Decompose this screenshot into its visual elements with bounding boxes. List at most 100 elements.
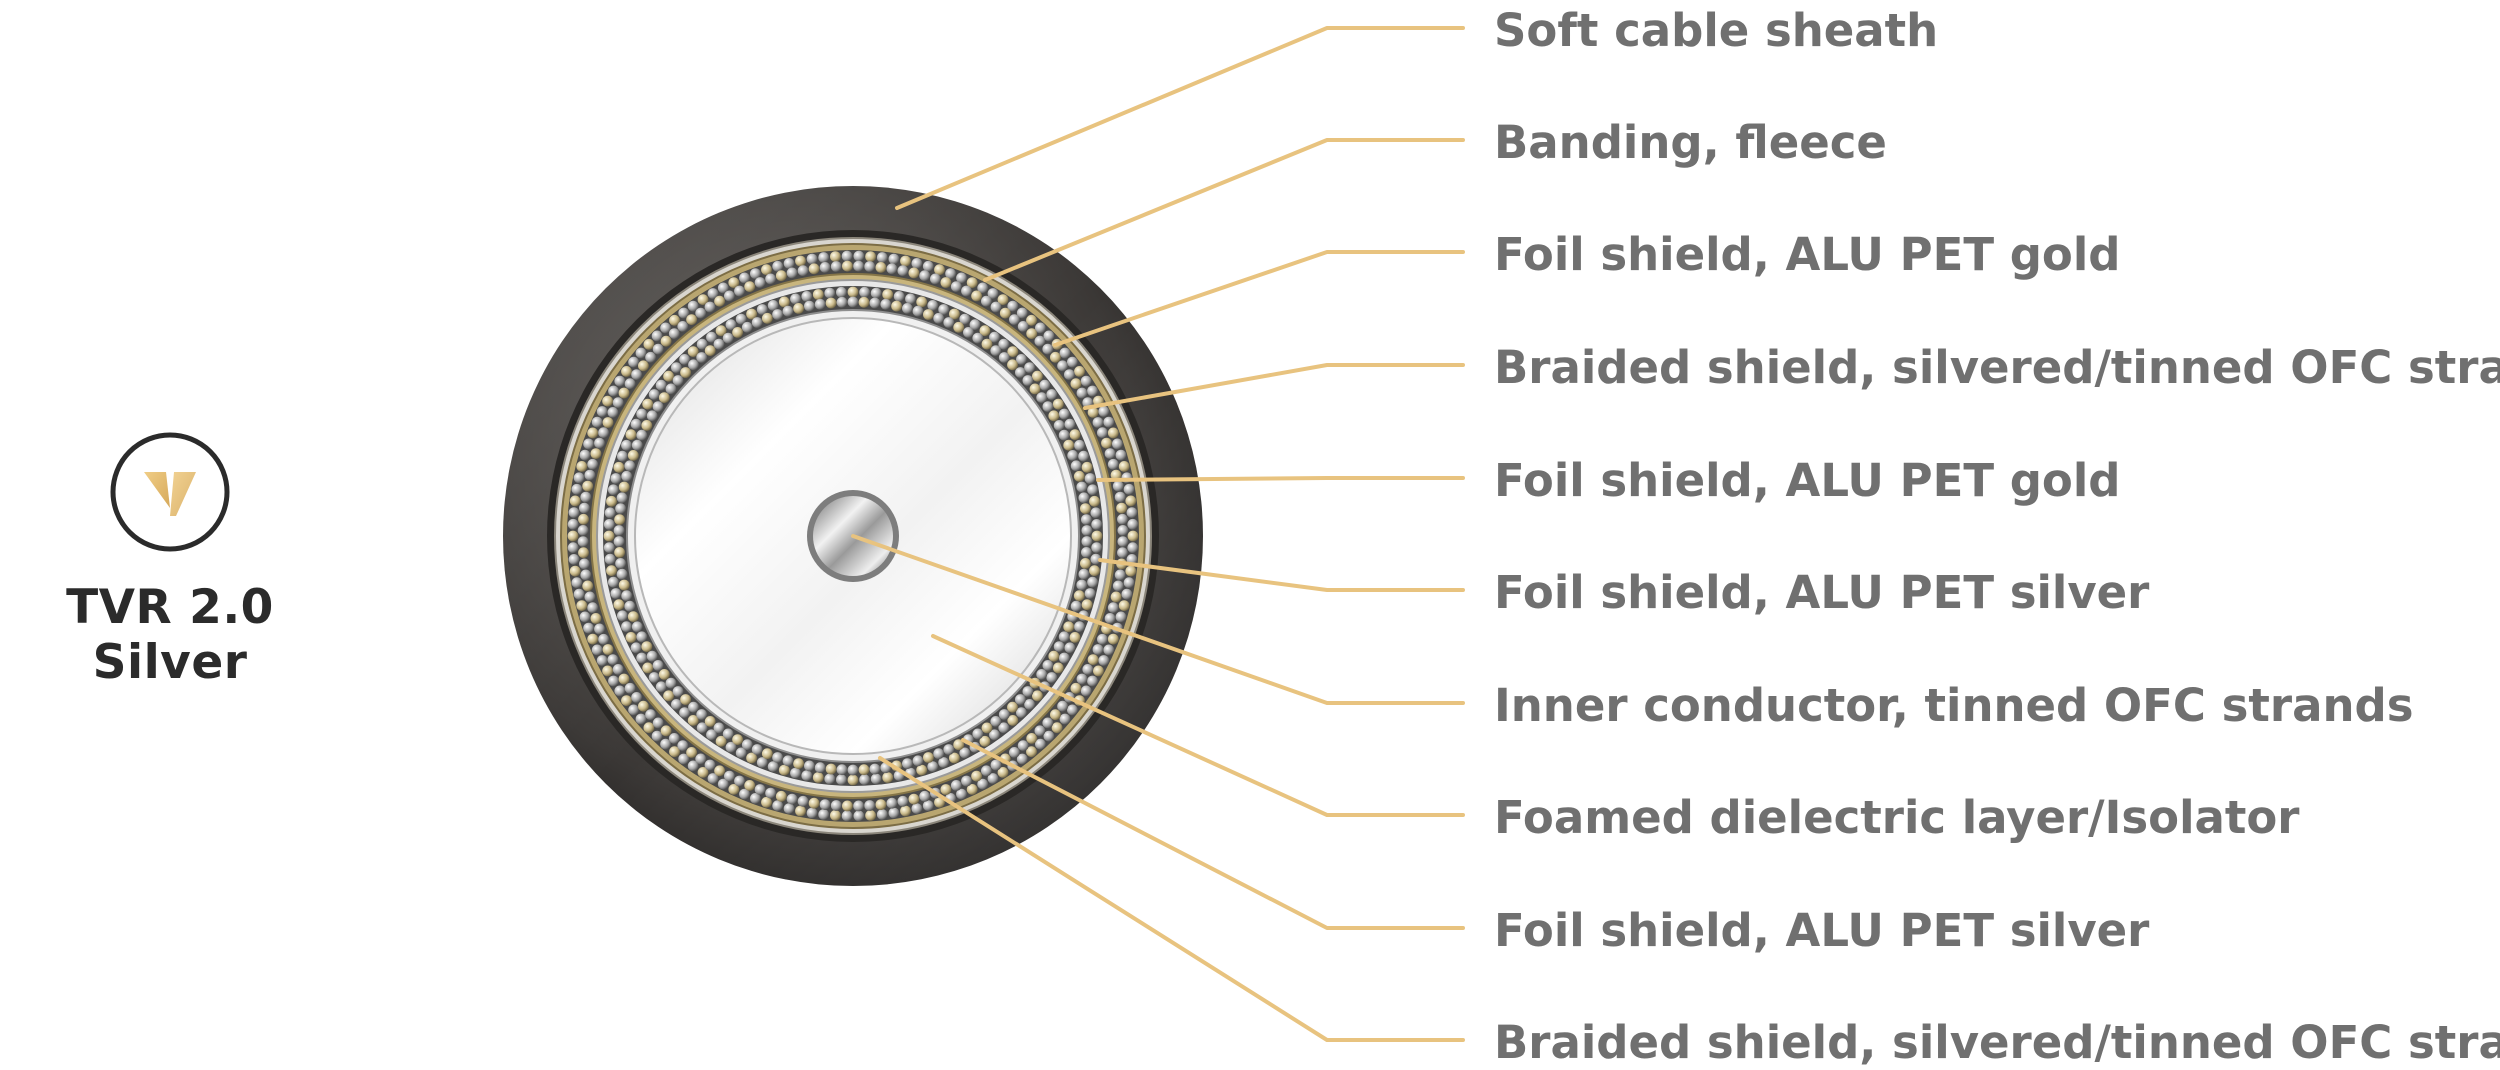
label-foil-shield-silver-inner: Foil shield, ALU PET silver bbox=[1494, 904, 2150, 957]
braid-strand bbox=[646, 650, 658, 662]
braid-strand bbox=[641, 420, 653, 431]
braid-strand bbox=[1026, 733, 1038, 744]
braid-strand bbox=[612, 664, 624, 675]
braid-strand bbox=[636, 652, 648, 664]
braid-strand bbox=[636, 429, 648, 441]
braid-strand bbox=[671, 362, 682, 373]
braid-strand bbox=[1067, 450, 1079, 461]
braid-strand bbox=[1103, 416, 1115, 428]
braid-strand bbox=[1050, 709, 1061, 721]
braid-strand bbox=[679, 354, 690, 365]
braid-strand bbox=[966, 277, 978, 288]
braid-strand bbox=[1016, 753, 1028, 765]
braid-strand bbox=[672, 686, 684, 697]
braid-strand bbox=[607, 654, 619, 665]
label-inner-conductor: Inner conductor, tinned OFC strands bbox=[1494, 679, 2414, 732]
braid-strand bbox=[1026, 746, 1037, 758]
braid-strand bbox=[870, 287, 882, 299]
braid-strand bbox=[584, 591, 596, 603]
braid-strand bbox=[818, 809, 830, 820]
leader-line-10 bbox=[878, 756, 1465, 1042]
braid-strand bbox=[783, 803, 795, 814]
braid-strand bbox=[911, 258, 923, 269]
braid-strand bbox=[1070, 682, 1082, 694]
braid-strand bbox=[621, 439, 632, 451]
braid-strand bbox=[908, 267, 920, 279]
braid-strand bbox=[853, 260, 864, 272]
braid-strand bbox=[621, 590, 633, 602]
braid-strand bbox=[618, 579, 630, 591]
braid-strand bbox=[1046, 389, 1058, 400]
braid-strand bbox=[972, 728, 984, 740]
braid-strand bbox=[1043, 730, 1055, 742]
braid-strand bbox=[735, 313, 747, 325]
braid-strand bbox=[1076, 579, 1088, 591]
braid-strand bbox=[722, 332, 734, 344]
braid-strand bbox=[587, 633, 599, 645]
braid-strand bbox=[688, 701, 699, 713]
braid-strand bbox=[610, 588, 622, 599]
braid-strand bbox=[902, 303, 913, 314]
braid-strand bbox=[1117, 547, 1128, 559]
braid-strand bbox=[630, 642, 642, 654]
braid-strand bbox=[919, 270, 931, 282]
braid-strand bbox=[627, 450, 639, 461]
braid-strand bbox=[841, 250, 853, 262]
braid-strand bbox=[1084, 473, 1096, 484]
braid-strand bbox=[1114, 491, 1126, 503]
braid-strand bbox=[576, 600, 588, 611]
braid-strand bbox=[875, 262, 887, 273]
braid-strand bbox=[940, 784, 952, 795]
braid-strand bbox=[824, 287, 836, 299]
braid-strand bbox=[1127, 530, 1139, 542]
braid-strand bbox=[1058, 408, 1070, 420]
braid-strand bbox=[750, 793, 761, 804]
braid-strand bbox=[1015, 367, 1026, 378]
braid-strand bbox=[1064, 369, 1075, 380]
braid-strand bbox=[567, 518, 579, 530]
braid-strand bbox=[1063, 621, 1075, 633]
braid-strand bbox=[1007, 715, 1019, 726]
braid-strand bbox=[956, 788, 967, 800]
braid-strand bbox=[847, 286, 859, 298]
braid-strand bbox=[734, 775, 745, 787]
braid-strand bbox=[613, 536, 625, 547]
braid-strand bbox=[1098, 655, 1110, 666]
braid-strand bbox=[660, 738, 671, 750]
braid-strand bbox=[1007, 359, 1018, 371]
braid-strand bbox=[596, 655, 608, 666]
braid-strand bbox=[1042, 660, 1054, 671]
braid-strand bbox=[732, 734, 743, 745]
braid-strand bbox=[583, 438, 594, 450]
braid-strand bbox=[696, 722, 708, 734]
braid-strand bbox=[987, 773, 999, 784]
braid-strand bbox=[636, 408, 648, 420]
braid-strand bbox=[998, 338, 1010, 350]
braid-strand bbox=[998, 722, 1010, 734]
braid-strand bbox=[732, 327, 743, 338]
braid-strand bbox=[998, 352, 1010, 363]
braid-strand bbox=[869, 763, 881, 775]
braid-strand bbox=[1125, 495, 1137, 507]
braid-strand bbox=[853, 250, 865, 262]
braid-strand bbox=[1009, 314, 1020, 325]
braid-strand bbox=[775, 270, 787, 282]
braid-strand bbox=[1104, 613, 1116, 624]
braid-strand bbox=[953, 321, 965, 333]
product-name: TVR 2.0 Silver bbox=[66, 580, 274, 690]
braid-strand bbox=[677, 740, 689, 751]
braid-strand bbox=[616, 568, 628, 580]
braid-strand bbox=[1063, 439, 1075, 451]
braid-strand bbox=[1091, 519, 1103, 530]
braid-strand bbox=[660, 725, 672, 737]
braid-strand bbox=[1073, 590, 1085, 602]
braid-strand bbox=[825, 297, 837, 309]
braid-strand bbox=[739, 272, 750, 284]
braid-strand bbox=[1118, 600, 1130, 611]
braid-strand bbox=[1069, 632, 1081, 643]
braid-strand bbox=[1024, 362, 1035, 373]
braid-strand bbox=[671, 699, 682, 710]
braid-strand bbox=[869, 297, 881, 309]
braid-strand bbox=[665, 677, 677, 689]
braid-strand bbox=[624, 600, 636, 612]
